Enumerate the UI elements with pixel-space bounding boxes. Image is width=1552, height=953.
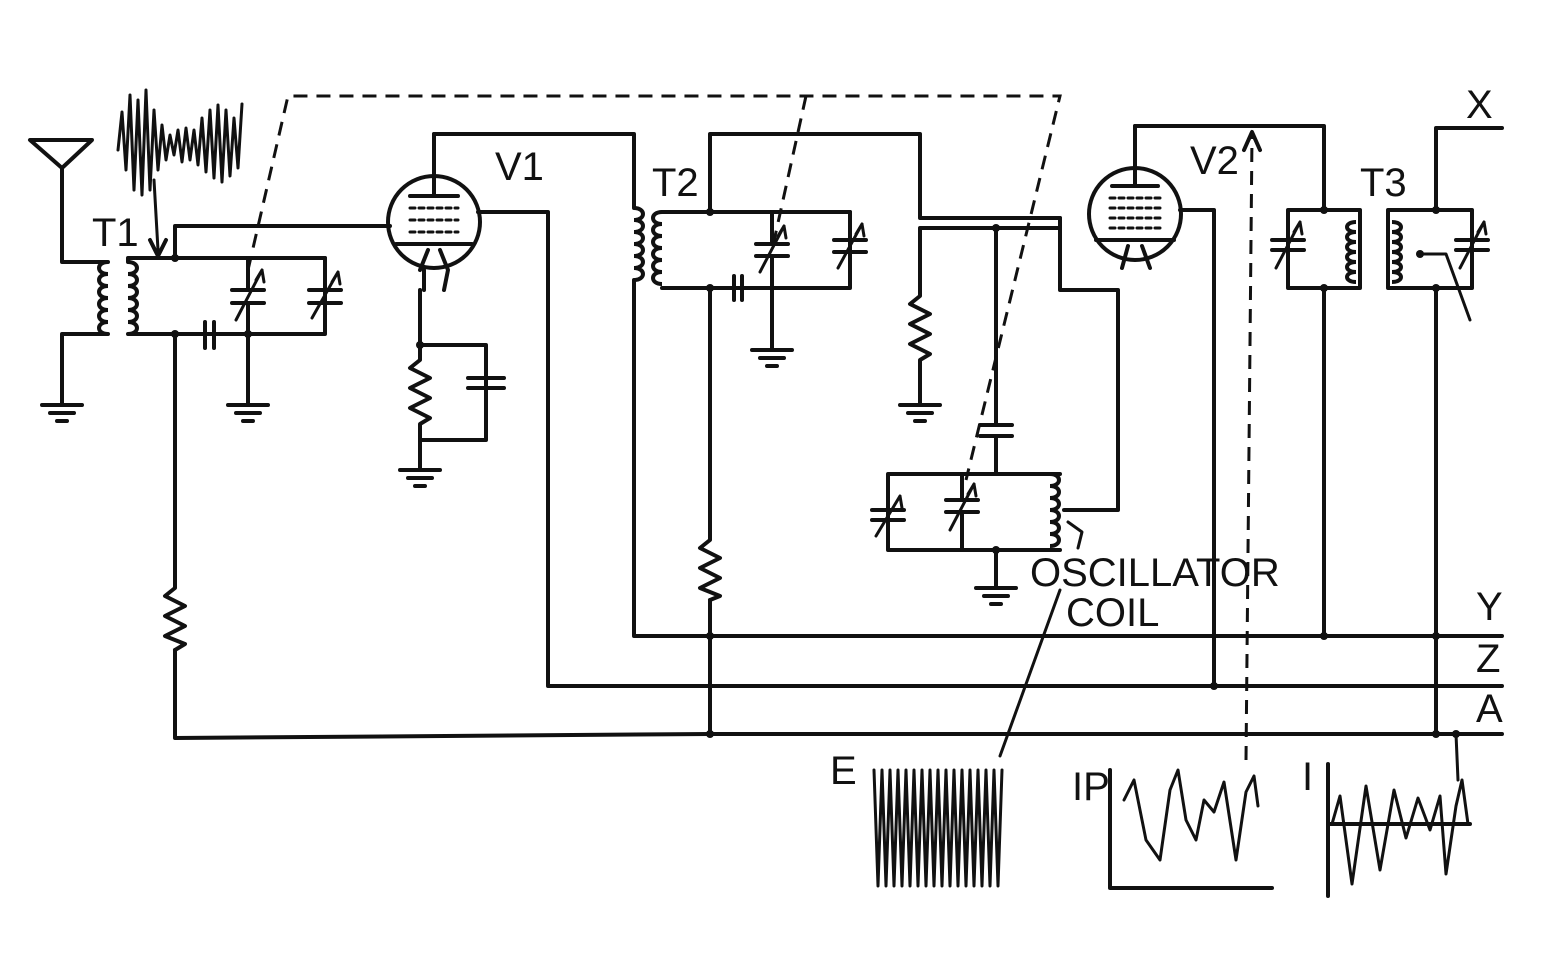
v1-cathode-wire — [418, 288, 488, 472]
input-signal-waveform — [116, 88, 244, 258]
t1-label: T1 — [92, 211, 139, 255]
gang-dashed-line-t2 — [770, 95, 808, 345]
e-waveform-pointer — [998, 588, 1062, 758]
t1-avc-capacitor — [173, 320, 250, 350]
t2-coupling-capacitor — [708, 274, 774, 302]
antenna — [28, 138, 102, 264]
t1-primary-coil — [60, 260, 110, 407]
t3-secondary — [1386, 126, 1504, 736]
t2-secondary-coil — [651, 132, 1062, 290]
ground-t2 — [750, 348, 794, 368]
oscillator-coil-pointer — [1066, 520, 1084, 550]
oscillator-coil-label-line2: COIL — [1066, 591, 1159, 635]
t2-avc-resistor — [698, 528, 722, 602]
waveform-i — [1326, 762, 1472, 898]
oscillator-coil-label-line1: OSCILLATOR — [1030, 551, 1280, 595]
ground-t1-primary — [40, 403, 84, 423]
bus-line-a — [173, 332, 1504, 740]
v1-cathode-resistor — [408, 343, 432, 442]
t1-tuning-capacitor — [230, 256, 266, 407]
terminal-a-label: A — [1476, 687, 1503, 731]
waveform-ip — [1108, 768, 1274, 890]
v2-label: V2 — [1190, 139, 1239, 183]
terminal-x-label: X — [1466, 83, 1493, 127]
waveform-e — [872, 768, 1004, 888]
v2-grid-resistor — [908, 226, 1062, 407]
v2-oscillator-grid-wire — [1058, 216, 1120, 512]
oscillator-coupling-capacitor — [978, 423, 1014, 438]
terminal-y-label: Y — [1476, 585, 1503, 629]
t3-label: T3 — [1360, 161, 1407, 205]
v1-tube — [386, 132, 482, 292]
i-waveform-pointer — [1454, 732, 1460, 782]
v1-bypass-capacitor — [466, 376, 506, 390]
ground-v2-grid — [898, 403, 942, 423]
v1-plate-wire — [432, 132, 636, 210]
v1-screen-wire — [476, 210, 1504, 688]
terminal-z-label: Z — [1476, 637, 1500, 681]
t3-primary — [1270, 208, 1362, 638]
v1-grid-wire — [173, 224, 392, 260]
waveform-e-label: E — [830, 749, 857, 793]
waveform-ip-label: IP — [1072, 765, 1110, 809]
v2-tube — [1087, 124, 1183, 270]
t2-trimmer-capacitor — [832, 210, 868, 270]
ground-oscillator — [974, 586, 1018, 606]
ip-waveform-pointer — [1244, 135, 1254, 761]
ground-v1 — [398, 468, 442, 488]
ip-arrowhead — [1242, 130, 1262, 152]
v1-label: V1 — [495, 145, 544, 189]
t1-trimmer-capacitor — [307, 256, 343, 320]
gang-dashed-line — [246, 94, 1062, 481]
oscillator-coil — [1049, 472, 1061, 548]
t2-tuning-capacitor — [754, 210, 790, 352]
t2-label: T2 — [652, 161, 699, 205]
waveform-i-label: I — [1302, 755, 1313, 799]
oscillator-tank — [870, 472, 1062, 552]
t1-avc-resistor — [163, 576, 187, 652]
ground-t1-tuning — [226, 403, 270, 423]
v2-plate-wire — [1133, 124, 1326, 212]
v2-screen-wire — [1178, 208, 1216, 688]
t1-secondary-coil — [126, 256, 327, 336]
